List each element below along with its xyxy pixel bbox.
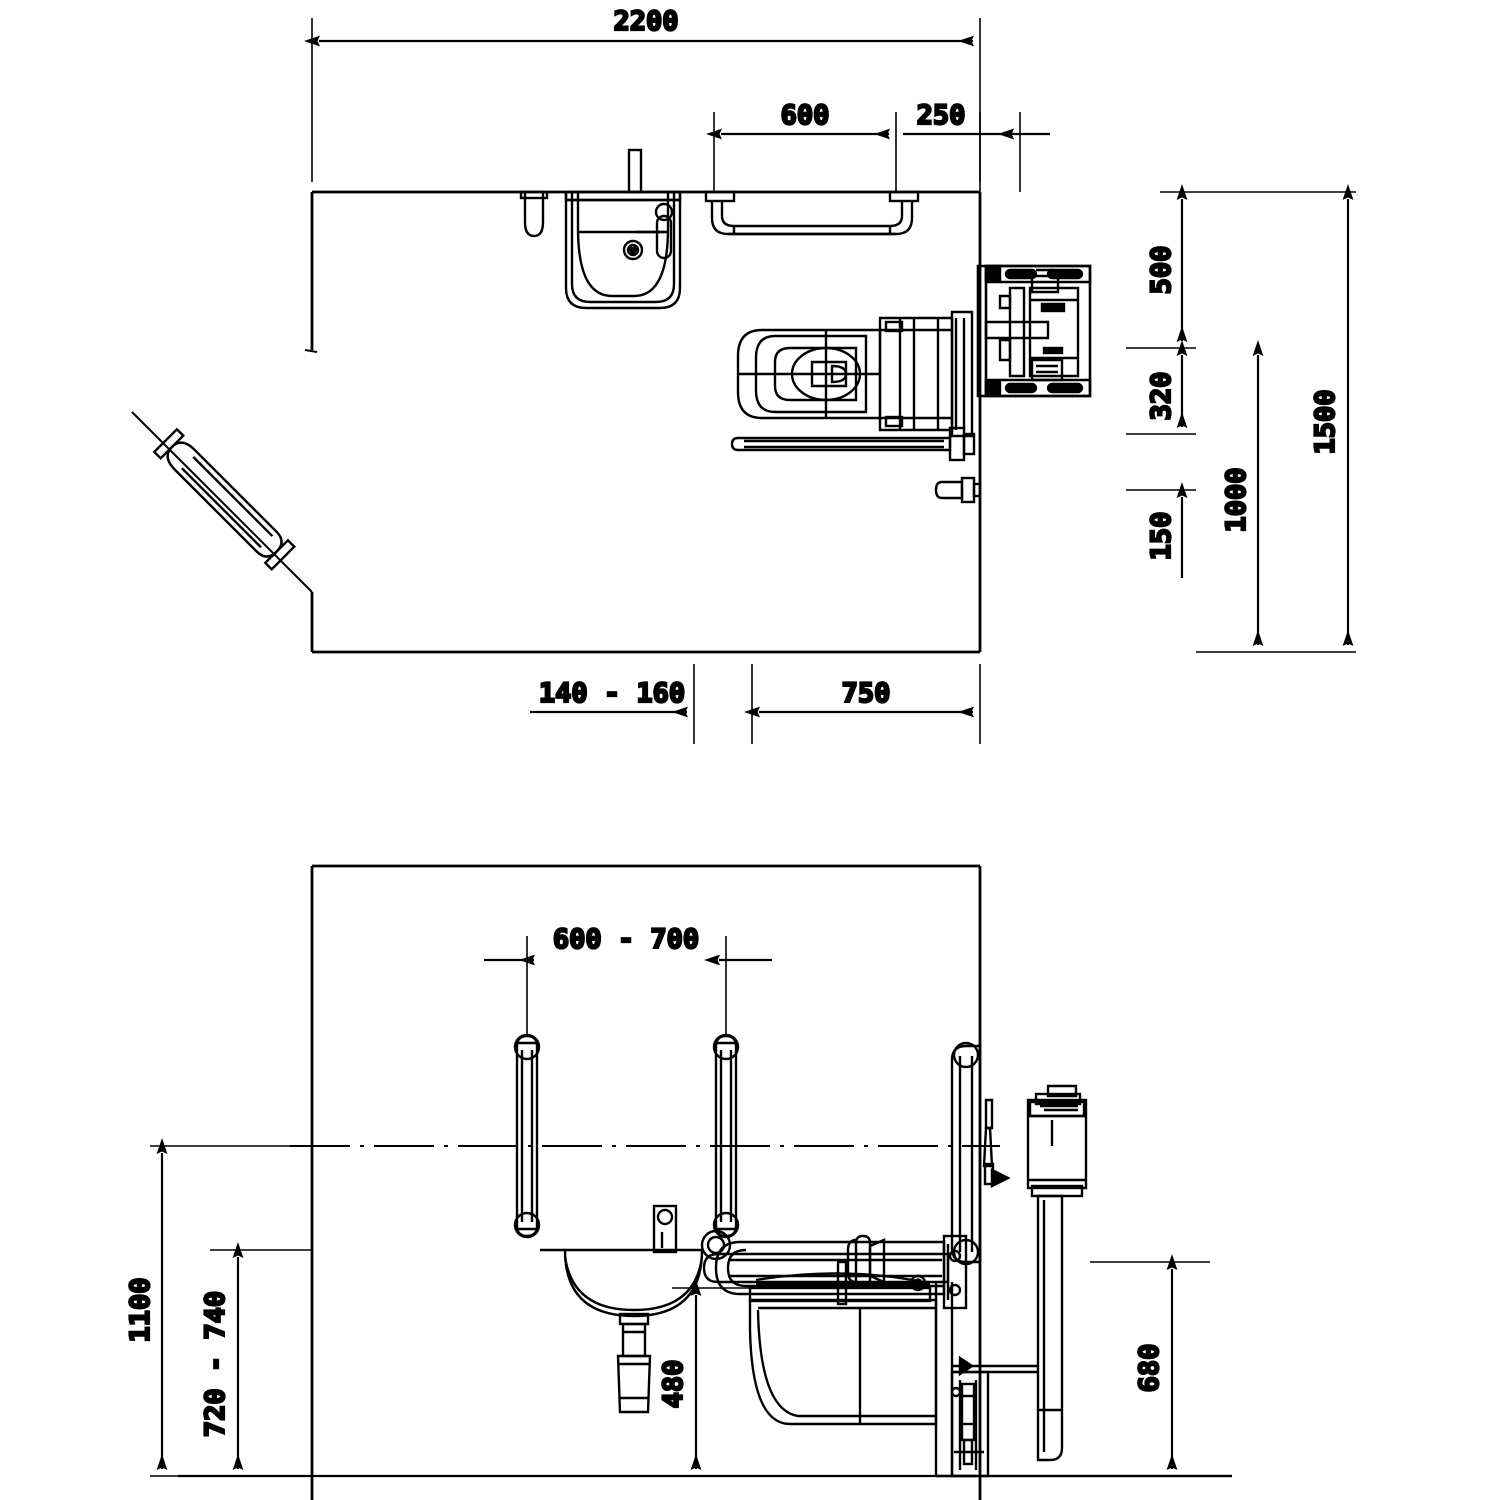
wc-pan-elevation (748, 1272, 938, 1426)
washbasin-plan (519, 148, 682, 310)
bottle-trap (616, 1312, 652, 1414)
dim-wc-seat-height: 480 (658, 1360, 689, 1409)
dim-wc-to-wall: 250 (917, 100, 966, 131)
dim-wall-to-basin: 140 - 160 (539, 678, 685, 709)
plan-view-group: 2200 600 250 500 320 150 (131, 5, 1356, 744)
dim-top-to-mid: 500 (1146, 246, 1177, 295)
elevation-wall-outline (178, 864, 1232, 1500)
dim-wc-to-left: 750 (842, 678, 891, 709)
dim-grabbar-to-wc: 600 (781, 100, 830, 131)
plan-dimensions: 2200 600 250 500 320 150 (304, 5, 1356, 744)
dim-grabbar-top-height: 1100 (125, 1277, 156, 1342)
flush-actuator-plate (1026, 1084, 1088, 1462)
dim-flush-plate-height: 1000 (1221, 467, 1252, 532)
dim-support-arm-height: 680 (1134, 1344, 1165, 1393)
vertical-grab-bar-right (712, 1033, 740, 1239)
dim-overall-width: 2200 (613, 6, 678, 37)
grab-bar-wall-plan (704, 190, 920, 236)
dim-basin-rim-height: 720 - 740 (200, 1291, 231, 1437)
elevation-dimensions: 600 - 700 1100 720 - 740 480 680 (124, 923, 1210, 1477)
elevation-view-group: 600 - 700 1100 720 - 740 480 680 (124, 864, 1232, 1500)
folding-support-arm-outer (950, 1041, 982, 1266)
folding-support-arm-elevation (700, 1229, 968, 1310)
folding-support-arm-plan (730, 426, 982, 504)
plan-room-outline (131, 190, 982, 654)
concealed-cistern-plan (976, 264, 1092, 398)
wc-pan-plan (736, 310, 974, 438)
dim-overall-depth: 1500 (1310, 389, 1341, 454)
dim-grabbar-spacing: 600 - 700 (553, 924, 699, 955)
vertical-grab-bar-left (513, 1033, 541, 1239)
toilet-roll-holder (982, 1098, 1011, 1188)
wall-chase-elevation (934, 1282, 1038, 1478)
dim-mid-band: 320 (1146, 372, 1177, 421)
grab-bar-diagonal-plan (152, 427, 296, 571)
dim-lower-band: 150 (1146, 512, 1177, 561)
